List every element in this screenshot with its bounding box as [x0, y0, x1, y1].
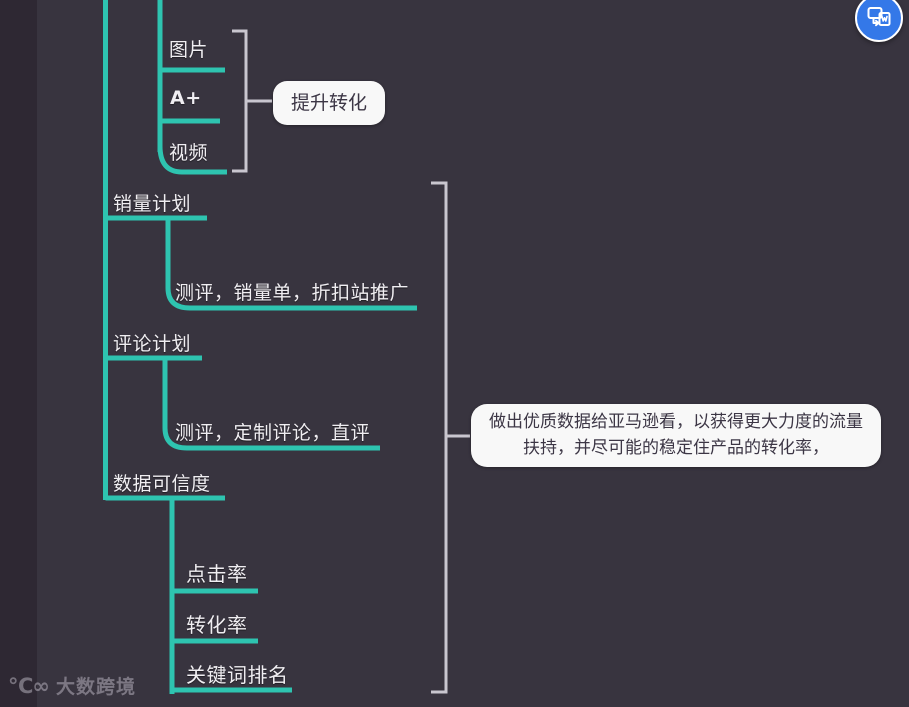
node-label-data-credibility[interactable]: 数据可信度	[113, 473, 211, 495]
image-to-document-convert-button[interactable]	[855, 0, 903, 42]
node-detail-sales-plan[interactable]: 测评，销量单，折扣站推广	[175, 282, 410, 304]
image-to-document-convert-icon	[867, 7, 891, 27]
node-label-image[interactable]: 图片	[169, 39, 209, 61]
node-label-sales-plan[interactable]: 销量计划	[113, 193, 192, 215]
watermark-label: 大数跨境	[55, 676, 136, 698]
callout-improve-conversion[interactable]: 提升转化	[273, 81, 385, 125]
node-label-ctr[interactable]: 点击率	[186, 562, 248, 586]
node-label-aplus[interactable]: A+	[170, 87, 202, 109]
node-detail-review-plan[interactable]: 测评，定制评论，直评	[175, 422, 371, 444]
callout-summary[interactable]: 做出优质数据给亚马逊看，以获得更大力度的流量扶持，并尽可能的稳定住产品的转化率，	[471, 404, 881, 467]
left-gutter	[0, 0, 37, 707]
node-label-review-plan[interactable]: 评论计划	[113, 333, 192, 355]
node-label-video[interactable]: 视频	[169, 142, 209, 164]
node-label-keyword-rank[interactable]: 关键词排名	[186, 663, 289, 687]
node-label-cvr[interactable]: 转化率	[186, 613, 248, 637]
